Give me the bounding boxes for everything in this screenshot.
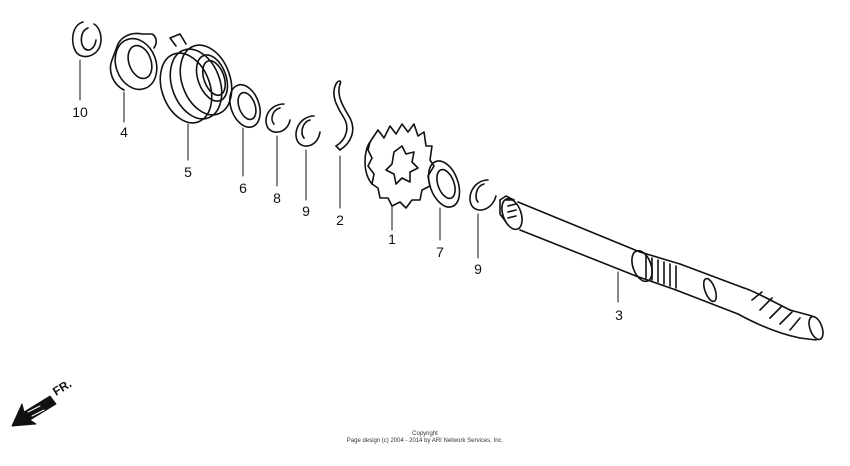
callout-3: 3: [615, 307, 623, 323]
part-4-spring-collar[interactable]: [108, 32, 163, 96]
front-direction-label: FR.: [50, 376, 74, 398]
callout-10: 10: [72, 104, 88, 120]
copyright-notice: Copyright Page design (c) 2004 - 2014 by…: [0, 431, 850, 445]
part-1-kickstarter-ratchet[interactable]: [364, 123, 435, 209]
copyright-line-1: Copyright: [412, 431, 438, 437]
callout-5: 5: [184, 164, 192, 180]
part-8-circlip[interactable]: [265, 103, 291, 133]
front-direction-arrow-icon: [11, 395, 57, 427]
callout-4: 4: [120, 124, 128, 140]
part-3-kickstarter-spindle[interactable]: [498, 195, 826, 341]
callout-9-lower: 9: [474, 261, 482, 277]
callout-1: 1: [388, 231, 396, 247]
callout-9-upper: 9: [302, 203, 310, 219]
part-9-circlip-upper[interactable]: [295, 115, 321, 147]
callout-2: 2: [336, 212, 344, 228]
copyright-line-2: Page design (c) 2004 - 2014 by ARI Netwo…: [346, 438, 504, 444]
part-2-ratchet-spring[interactable]: [333, 80, 354, 151]
part-10-circlip[interactable]: [71, 21, 102, 58]
part-6-washer[interactable]: [224, 81, 265, 132]
callout-7: 7: [436, 244, 444, 260]
part-5-kickstarter-spring[interactable]: [151, 33, 241, 130]
part-7-washer[interactable]: [423, 157, 466, 212]
part-9-circlip-lower[interactable]: [469, 179, 497, 211]
callout-8: 8: [273, 190, 281, 206]
callout-6: 6: [239, 180, 247, 196]
